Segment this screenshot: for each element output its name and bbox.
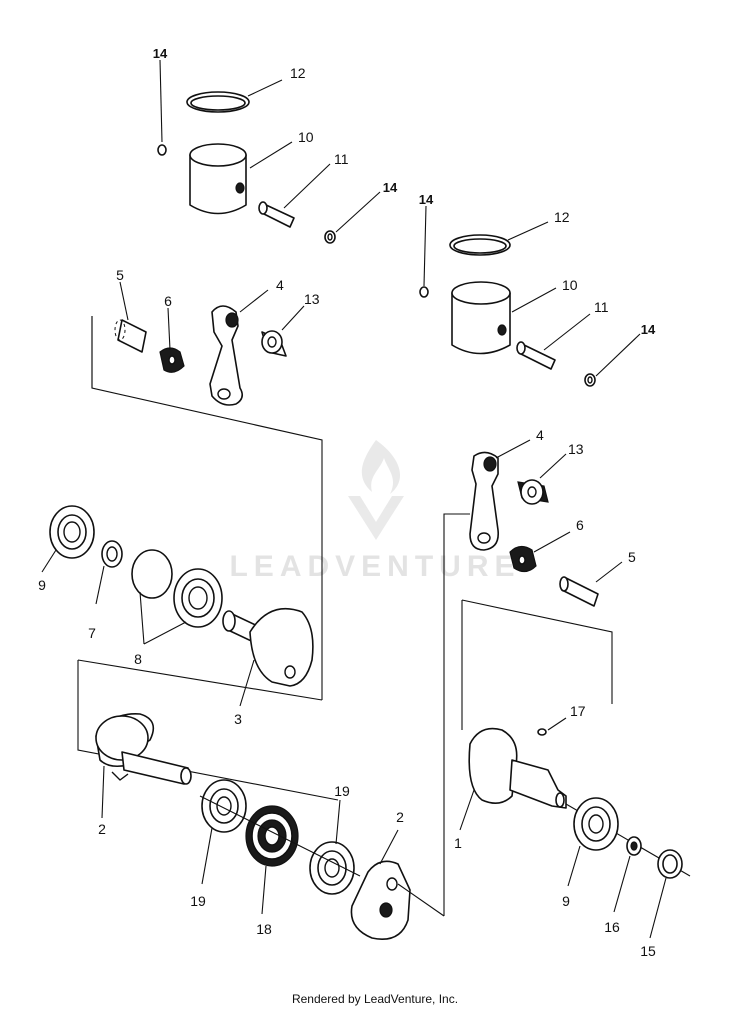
callout-6: 6	[164, 293, 172, 309]
alignment-guide-right	[443, 513, 470, 916]
callout-9: 9	[38, 577, 46, 593]
right-bearing-group	[573, 797, 683, 879]
footer-credit: Rendered by LeadVenture, Inc.	[291, 992, 459, 1006]
crank-pin	[117, 319, 147, 353]
callout-10: 10	[562, 277, 578, 293]
crank-web	[249, 608, 314, 687]
callout-1: 1	[454, 835, 462, 851]
callout-6: 6	[576, 517, 584, 533]
piston	[451, 292, 511, 355]
crankshaft-main-left	[95, 713, 192, 785]
crankshaft-center	[350, 860, 445, 940]
callout-12: 12	[290, 65, 306, 81]
callout-7: 7	[88, 625, 96, 641]
callout-2: 2	[98, 821, 106, 837]
alignment-guide-right-2	[461, 599, 613, 704]
crank-web	[350, 860, 411, 940]
circlip	[419, 286, 429, 298]
callout-14: 14	[419, 192, 434, 207]
callout-labels: 14 12 10 11 14 14 12 10 11 14 5 6 4 13 4…	[38, 46, 656, 959]
callout-15: 15	[640, 943, 656, 959]
piston	[189, 154, 247, 215]
connecting-rod	[469, 451, 500, 551]
crank-half-left	[222, 608, 314, 687]
circlip	[157, 144, 167, 156]
callout-16: 16	[604, 919, 620, 935]
conrod-group-right	[469, 451, 599, 607]
callout-19: 19	[190, 893, 206, 909]
connecting-rod	[209, 305, 244, 406]
callout-17: 17	[570, 703, 586, 719]
callout-13: 13	[304, 291, 320, 307]
woodruff-key	[537, 728, 547, 736]
watermark-text: LEADVENTURE	[229, 550, 520, 583]
piston-group-right	[419, 234, 596, 387]
conrod-group-left	[114, 305, 287, 406]
leadventure-flame-logo	[348, 440, 404, 540]
callout-5: 5	[628, 549, 636, 565]
alignment-guide-lower-left	[77, 660, 339, 801]
callout-10: 10	[298, 129, 314, 145]
callout-2: 2	[396, 809, 404, 825]
callout-3: 3	[234, 711, 242, 727]
callout-4: 4	[276, 277, 284, 293]
callout-14: 14	[383, 180, 398, 195]
crankshaft-right	[468, 727, 691, 877]
watermark: LEADVENTURE	[229, 440, 520, 583]
callout-18: 18	[256, 921, 272, 937]
callout-12: 12	[554, 209, 570, 225]
piston-group-left	[157, 91, 336, 244]
callout-14: 14	[641, 322, 656, 337]
callout-8: 8	[134, 651, 142, 667]
leader-lines	[41, 59, 667, 939]
left-seal-bearing-group	[49, 505, 223, 628]
callout-9: 9	[562, 893, 570, 909]
callout-5: 5	[116, 267, 124, 283]
callout-11: 11	[594, 299, 609, 315]
crank-web	[468, 727, 518, 804]
callout-14: 14	[153, 46, 168, 61]
center-bearing-group	[199, 779, 361, 895]
crank-shaft	[509, 759, 567, 809]
callout-13: 13	[568, 441, 584, 457]
callout-4: 4	[536, 427, 544, 443]
callout-11: 11	[334, 151, 349, 167]
callout-19: 19	[334, 783, 350, 799]
snap-ring	[131, 549, 173, 599]
